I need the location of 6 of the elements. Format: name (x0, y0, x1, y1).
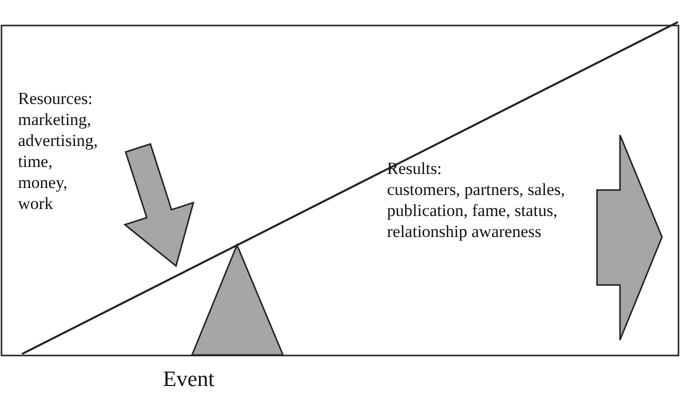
event-caption: Event (163, 366, 214, 392)
resources-list: marketing, advertising, time, money, work (18, 109, 98, 214)
fulcrum-triangle (190, 243, 284, 356)
results-heading: Results: (387, 158, 442, 179)
results-list: customers, partners, sales, publication, fame, status, relationship awareness (387, 179, 587, 242)
resources-heading: Resources: (18, 88, 93, 109)
